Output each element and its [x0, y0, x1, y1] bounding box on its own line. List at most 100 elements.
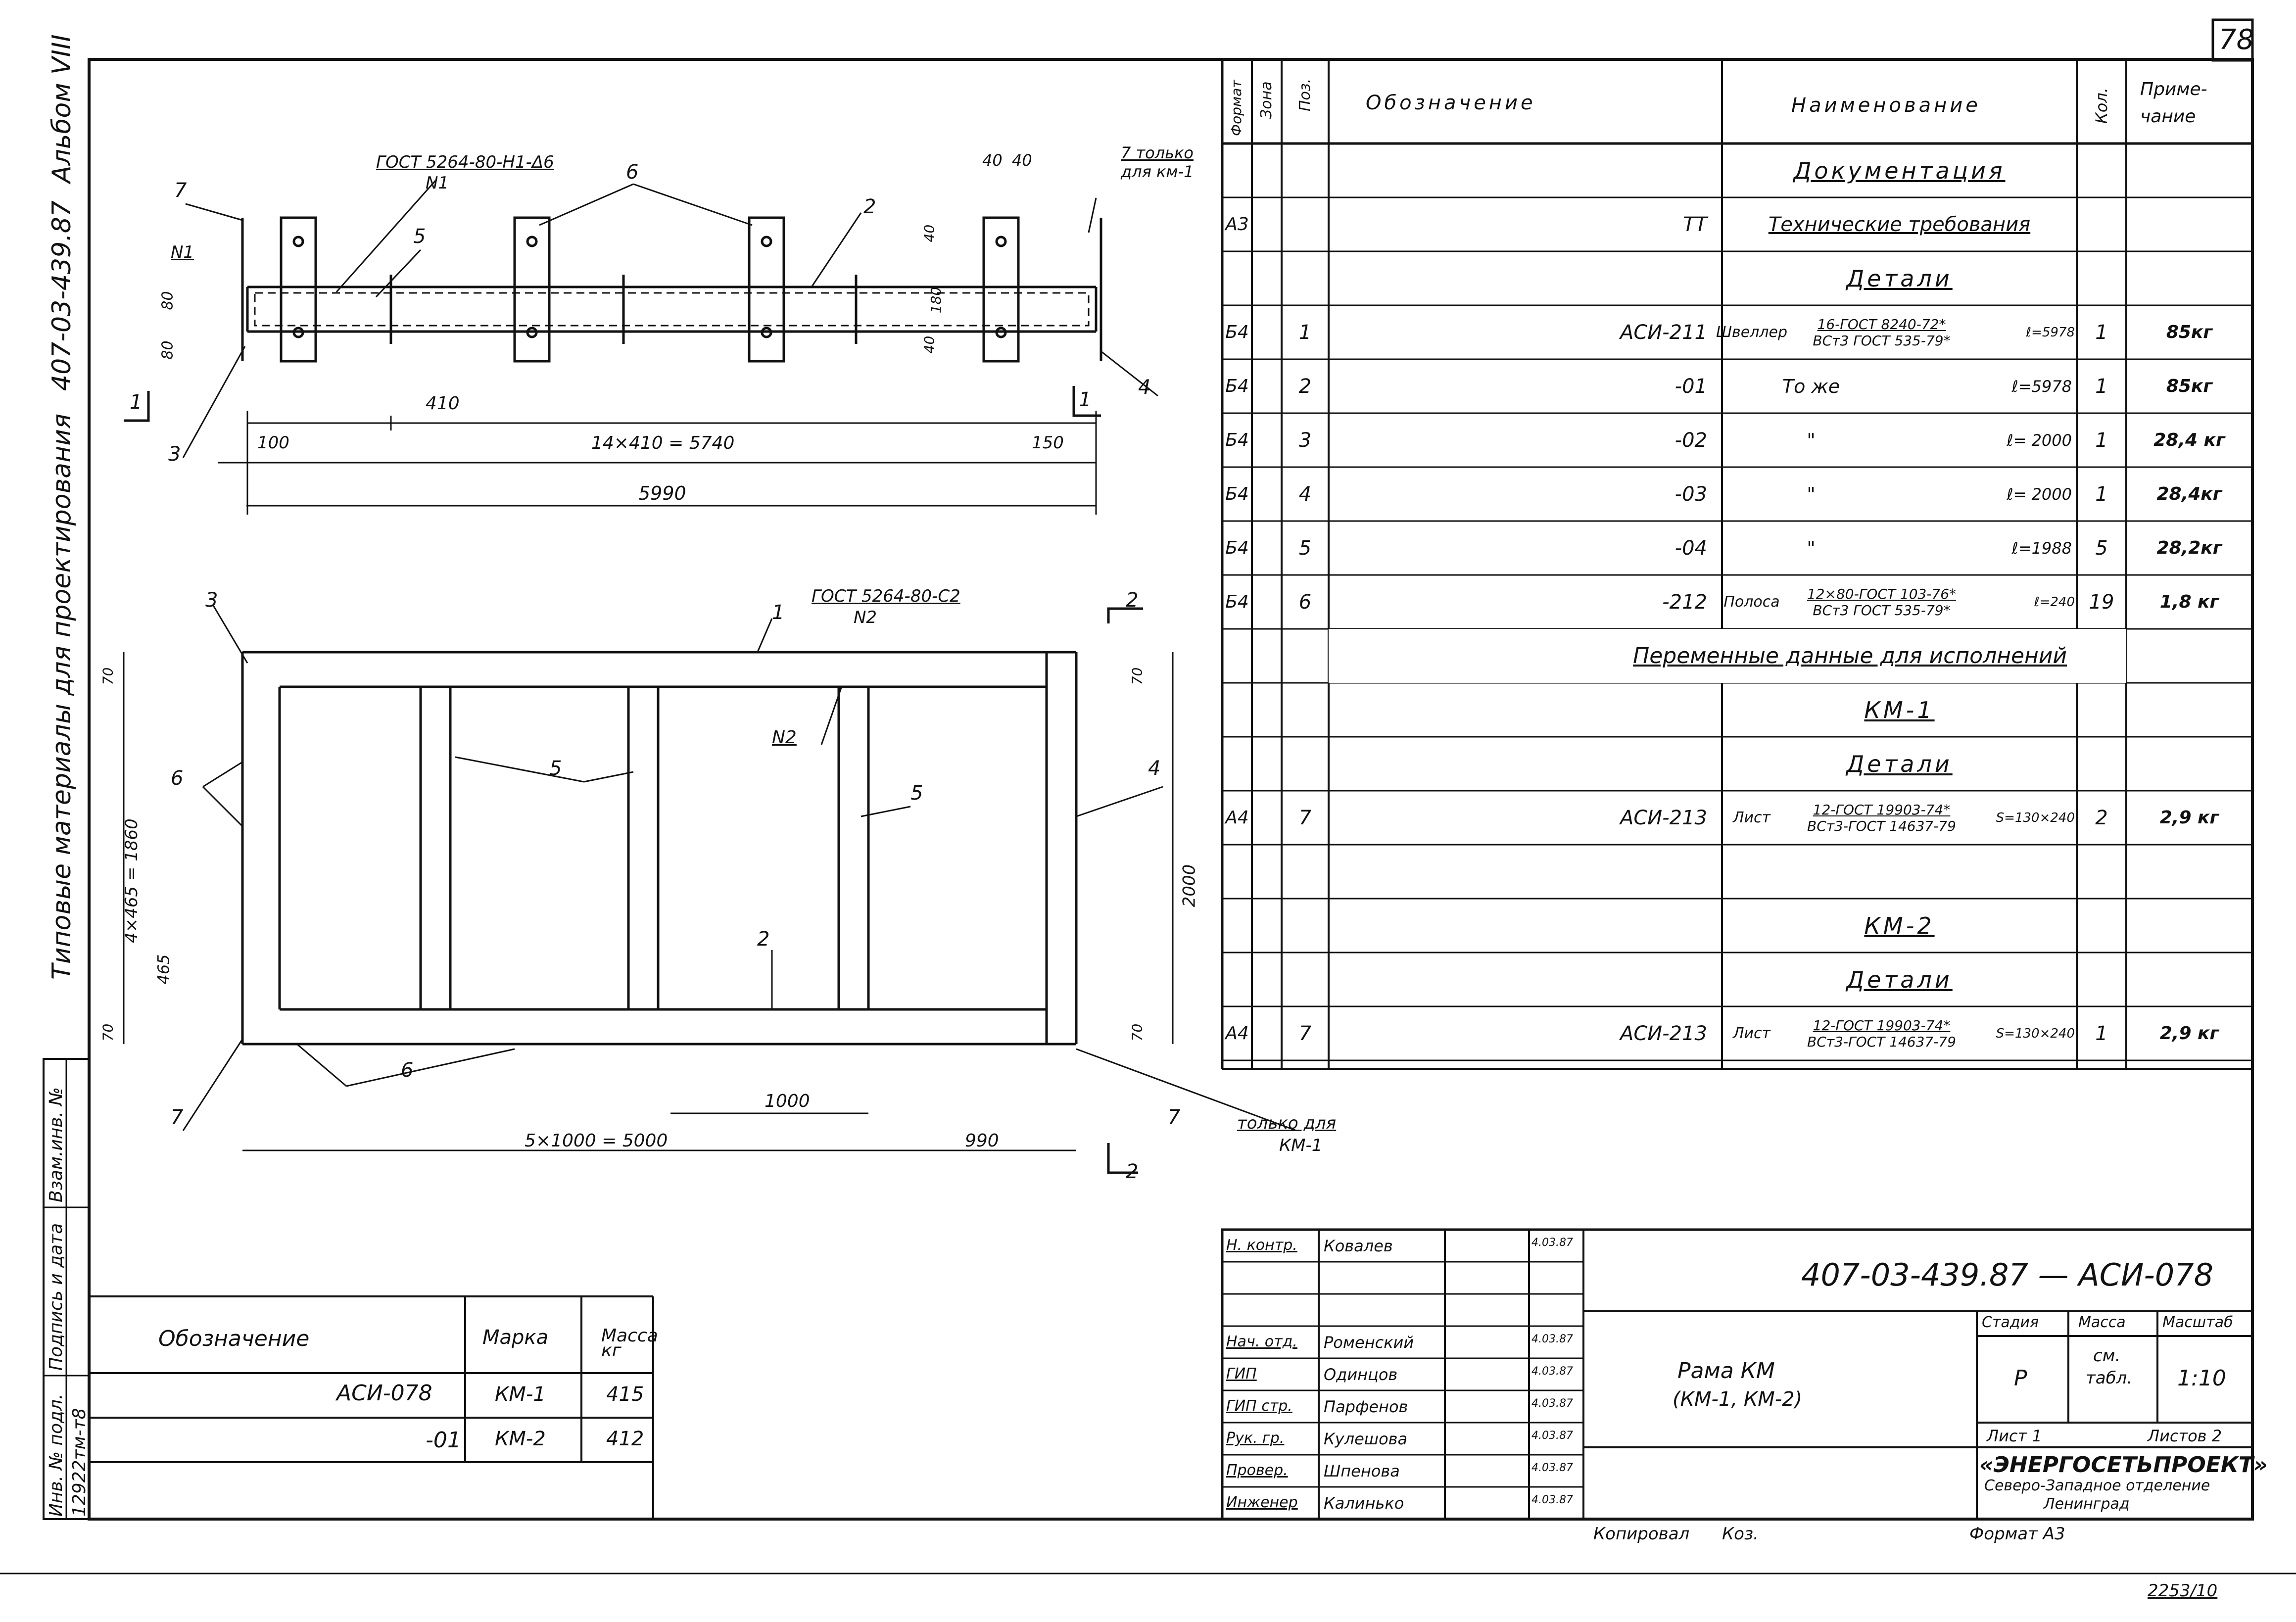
- cell-format: А4: [1225, 808, 1249, 828]
- tb-role: Н. контр.: [1226, 1237, 1297, 1254]
- section-2-top: 2: [1126, 589, 1139, 612]
- callout-3: 3: [168, 443, 181, 466]
- callout-4: 4: [1138, 376, 1151, 399]
- vt-hdr-mass: Масса кг: [601, 1326, 658, 1361]
- cell-qty: 5: [2095, 536, 2108, 560]
- copied-label: Копировал: [1593, 1524, 1690, 1544]
- margin-title: Типовые материалы для проектирования: [47, 413, 77, 980]
- sheets-label: Листов 2: [2148, 1427, 2222, 1445]
- cell-format: Б4: [1225, 592, 1249, 612]
- margin-code: 407-03-439.87: [47, 200, 77, 391]
- dim-990: 990: [965, 1131, 999, 1151]
- tb-name: Калинько: [1324, 1494, 1404, 1513]
- cell-format: Б4: [1225, 538, 1249, 558]
- tb-role: Рук. гр.: [1226, 1430, 1285, 1447]
- dim-5990: 5990: [638, 482, 686, 504]
- cell-name-prefix: Лист: [1732, 1025, 1771, 1042]
- cell-name-section: КМ-2: [1864, 912, 1935, 939]
- callout-5: 5: [413, 225, 426, 248]
- dim-40b: 40: [1012, 151, 1032, 170]
- tb-name: Роменский: [1324, 1333, 1414, 1352]
- section-1-left: 1: [130, 391, 143, 414]
- cell-designation: АСИ-211: [1620, 321, 1707, 344]
- cell-designation: -212: [1662, 590, 1707, 614]
- cell-designation: ТТ: [1683, 213, 1707, 236]
- spec-table-grid: [1221, 59, 2252, 1070]
- callout-b5a: 5: [549, 757, 562, 780]
- dim-70d: 70: [1129, 1023, 1146, 1042]
- cell-name-numerator: 12-ГОСТ 19903-74*: [1813, 801, 1951, 818]
- cell-name-denominator: ВСт3-ГОСТ 14637-79: [1807, 1033, 1956, 1050]
- callout-b6a: 6: [171, 767, 184, 790]
- cell-note: 28,4 кг: [2153, 430, 2225, 450]
- note7-top-2: для км-1: [1121, 162, 1194, 181]
- cell-pos: 1: [1298, 321, 1312, 344]
- inv-value: 12922тм-т8: [69, 1408, 90, 1517]
- cell-qty: 1: [2095, 482, 2108, 506]
- dim-2000: 2000: [1179, 864, 1199, 907]
- vt-row1-designation: АСИ-078: [336, 1381, 432, 1406]
- cell-length: ℓ=1988: [2011, 538, 2072, 558]
- variants-table-grid: [89, 1295, 654, 1519]
- cell-pos: 5: [1298, 536, 1312, 560]
- hdr-zone: Зона: [1258, 81, 1275, 119]
- cell-name-numerator: 12×80-ГОСТ 103-76*: [1807, 585, 1957, 602]
- cell-note: 28,4кг: [2156, 484, 2222, 504]
- dim-70b: 70: [1129, 667, 1146, 685]
- vt-row2-mark: КМ-2: [495, 1428, 546, 1450]
- section-2-bottom: 2: [1126, 1160, 1139, 1183]
- cell-name-denominator: ВСт3 ГОСТ 535-79*: [1813, 602, 1951, 619]
- n1-left: N1: [171, 242, 194, 262]
- cell-pos: 7: [1298, 806, 1312, 829]
- cell-designation: -01: [1674, 375, 1707, 398]
- note7-bottom-2: КМ-1: [1279, 1136, 1323, 1155]
- cell-name-prefix: Лист: [1732, 809, 1771, 826]
- cell-note: 2,9 кг: [2159, 808, 2219, 828]
- tb-date: 4.03.87: [1531, 1462, 1573, 1474]
- dim-1860: 4×465 = 1860: [121, 818, 142, 943]
- cell-name-prefix: Швеллер: [1716, 324, 1788, 341]
- tb-date: 4.03.87: [1531, 1333, 1573, 1345]
- stage-label: Стадия: [1982, 1314, 2039, 1331]
- hdr-note-2: чание: [2140, 106, 2196, 127]
- vt-row1-mass: 415: [606, 1383, 644, 1406]
- cell-length: ℓ=5978: [2026, 325, 2075, 340]
- cell-note: 85кг: [2166, 376, 2213, 396]
- callout-6: 6: [626, 161, 639, 184]
- cell-pos: 3: [1298, 429, 1312, 452]
- vt-row1-mark: КМ-1: [495, 1383, 546, 1406]
- note7-bottom-1: только для: [1237, 1113, 1337, 1133]
- cell-format: А4: [1225, 1023, 1249, 1044]
- dim-40d: 40: [921, 335, 938, 354]
- cell-length: S=130×240: [1996, 1026, 2075, 1041]
- org-line1: «ЭНЕРГОСЕТЬПРОЕКТ»: [1979, 1452, 2268, 1478]
- sign-label: Подпись и дата: [46, 1223, 66, 1371]
- doc-code: 407-03-439.87 — АСИ-078: [1801, 1257, 2214, 1293]
- tb-date: 4.03.87: [1531, 1494, 1573, 1506]
- tb-role: ГИП: [1226, 1365, 1257, 1383]
- page-number: 78: [2219, 24, 2254, 56]
- inv-label: Инв. № подл.: [46, 1393, 66, 1517]
- tb-date: 4.03.87: [1531, 1237, 1573, 1249]
- tb-name: Ковалев: [1324, 1237, 1393, 1255]
- cell-designation: -03: [1674, 482, 1707, 506]
- cell-name-section: Детали: [1846, 265, 1953, 292]
- cell-qty: 1: [2095, 375, 2108, 398]
- cell-format: Б4: [1225, 322, 1249, 342]
- cell-format: Б4: [1225, 430, 1249, 450]
- cell-pos: 4: [1298, 482, 1312, 506]
- cell-note: 2,9 кг: [2159, 1023, 2219, 1044]
- dim-80b: 80: [159, 340, 177, 360]
- dim-40c: 40: [921, 224, 938, 242]
- cell-length: S=130×240: [1996, 810, 2075, 825]
- vt-row2-designation: -01: [426, 1428, 461, 1453]
- dim-150: 150: [1032, 433, 1064, 453]
- cell-note: 28,2кг: [2156, 538, 2222, 558]
- tb-name: Кулешова: [1324, 1430, 1408, 1448]
- cell-name-denominator: ВСт3 ГОСТ 535-79*: [1813, 332, 1951, 349]
- org-line2: Северо-Западное отделение: [1984, 1477, 2210, 1494]
- note7-top-1: 7 только: [1121, 143, 1194, 162]
- callout-7: 7: [174, 179, 187, 202]
- cell-qty: 1: [2095, 321, 2108, 344]
- org-line3: Ленинград: [2044, 1495, 2130, 1513]
